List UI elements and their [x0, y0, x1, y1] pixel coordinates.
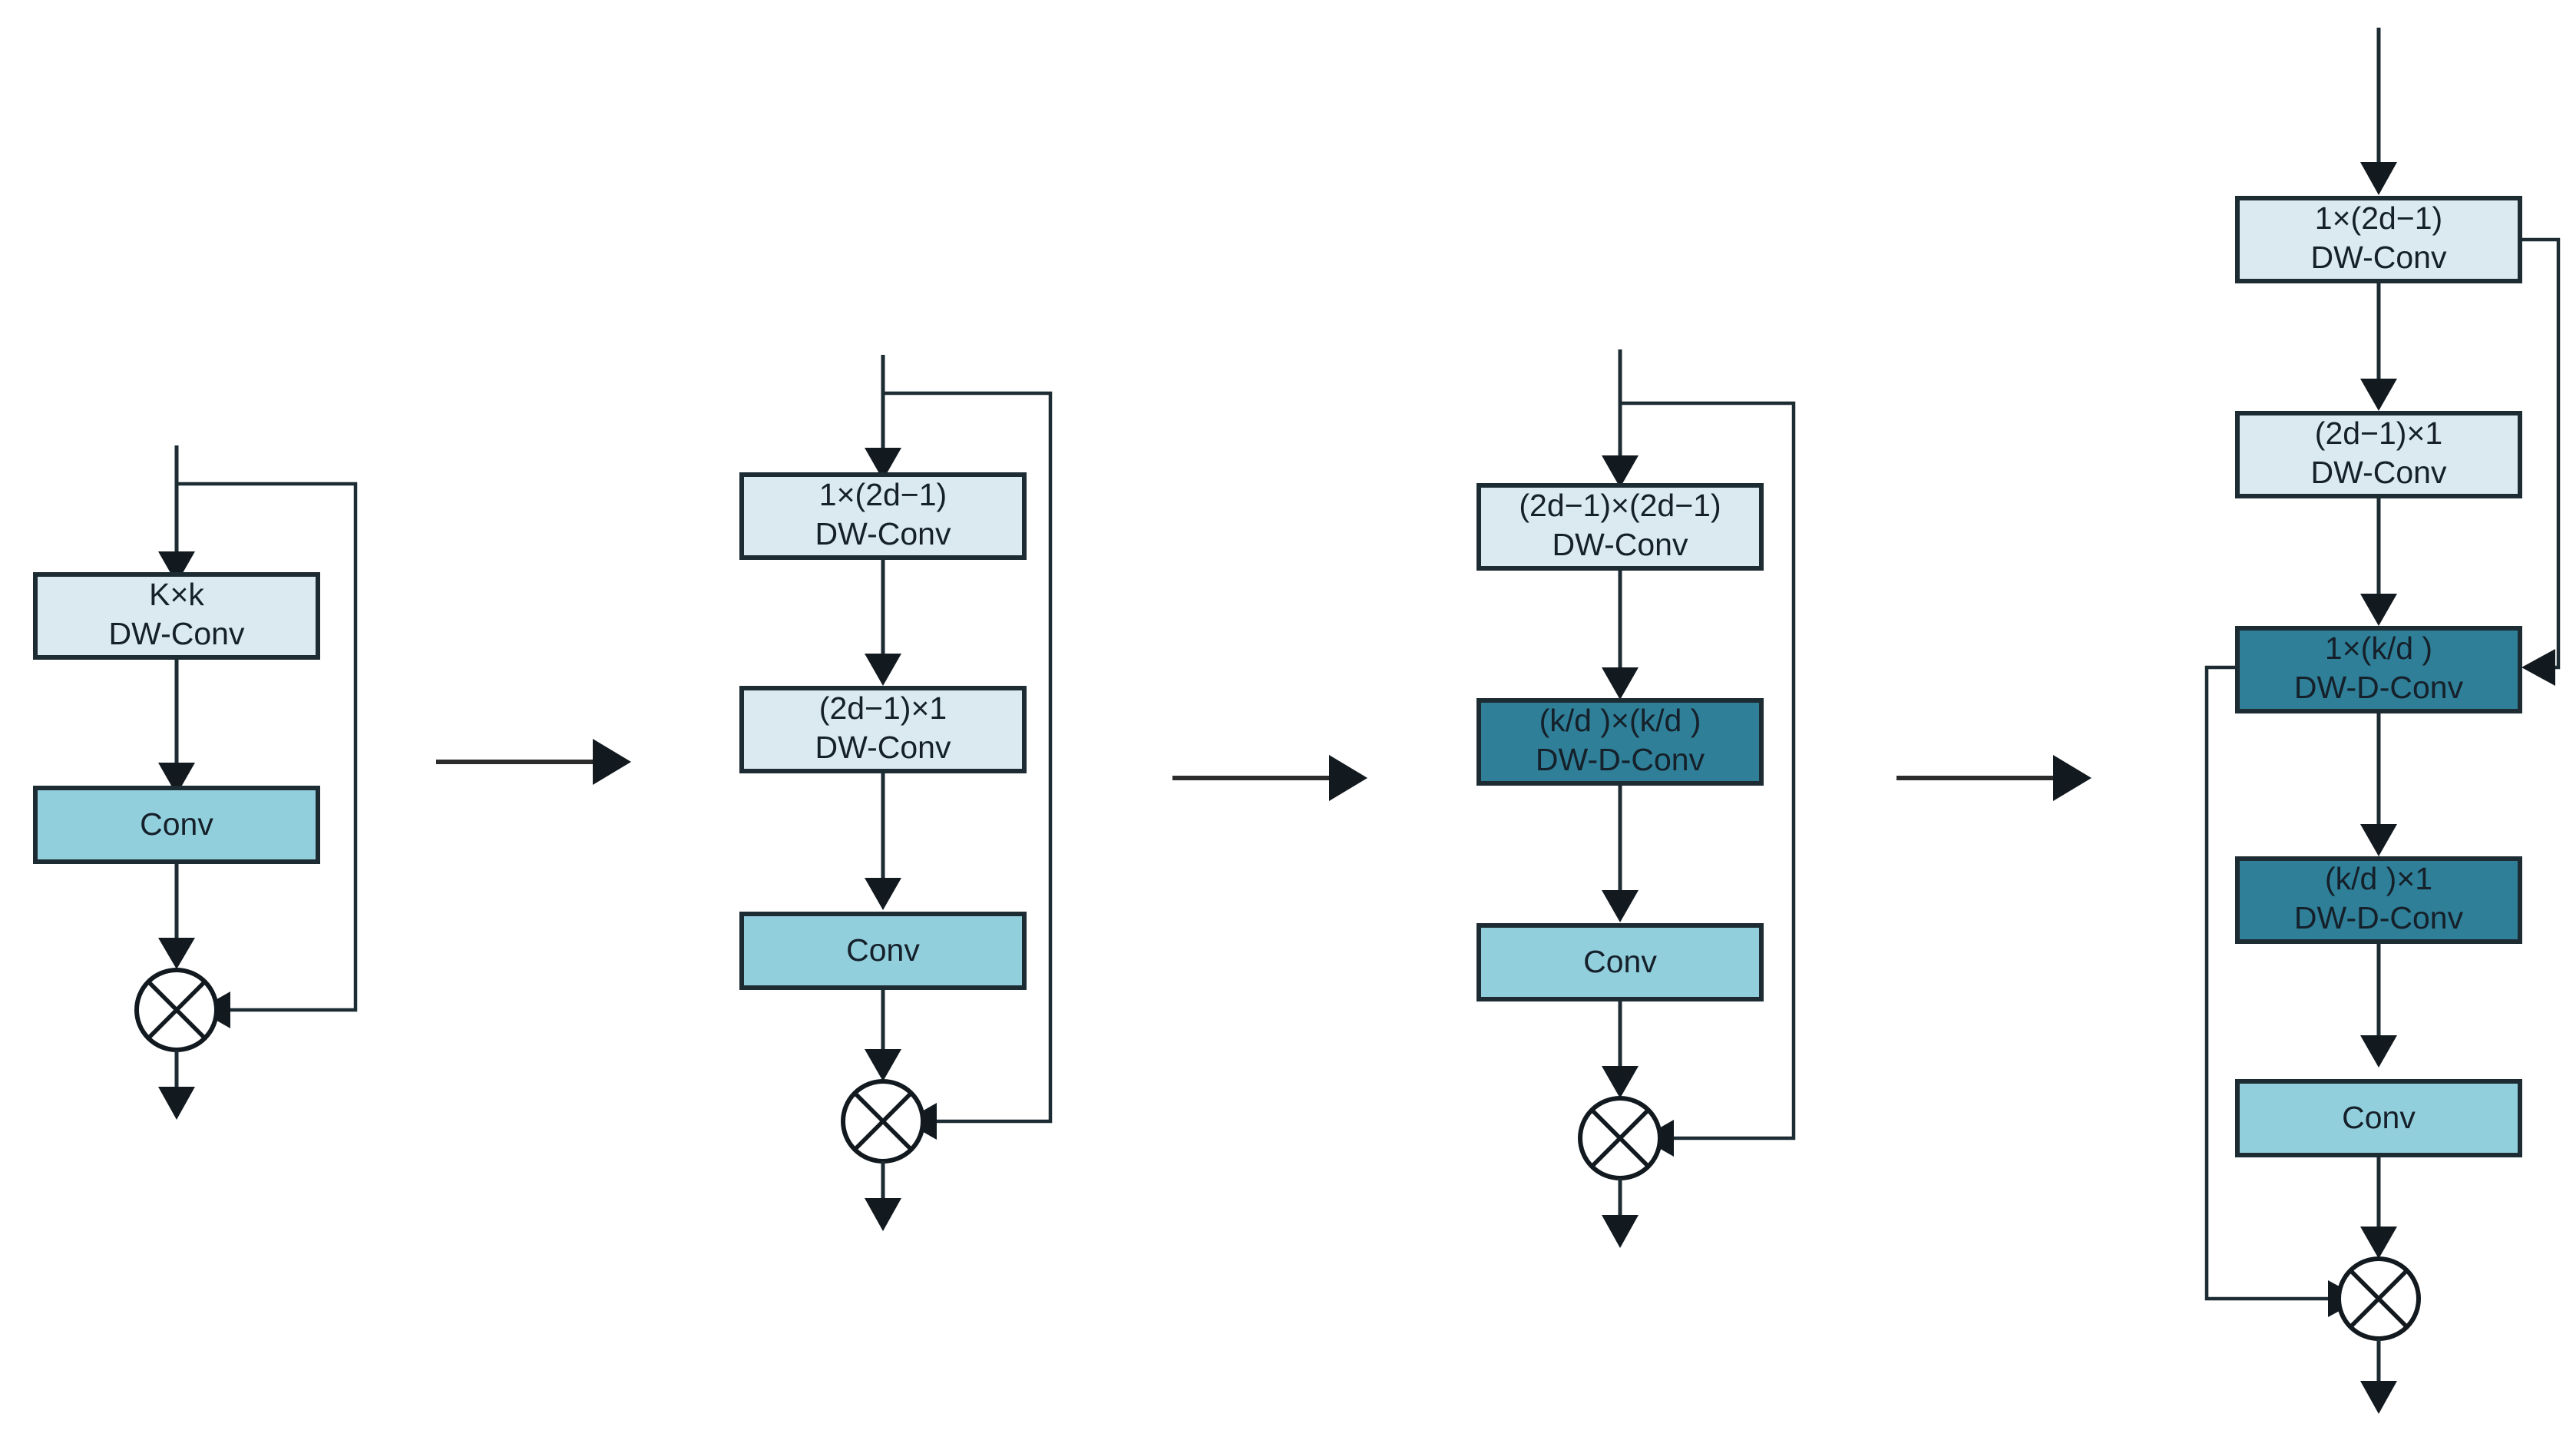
- t1-arrowhead: [593, 739, 631, 785]
- block-s4-b3-line1: 1×(k/d ): [2325, 631, 2432, 666]
- stage-3-output-arrowhead: [1602, 1215, 1639, 1248]
- stage-1-connector-1-arrowhead: [158, 763, 195, 795]
- stage-3-connector-2-arrowhead: [1602, 890, 1639, 922]
- stage-1-input-arrowhead: [158, 551, 195, 584]
- block-s2-b2[interactable]: [739, 686, 1027, 773]
- block-s4-b4-line1: (k/d )×1: [2325, 861, 2432, 896]
- stage-4-skip-right-path: [2520, 237, 2561, 670]
- stage-4-skip-left-path: [2204, 665, 2334, 1301]
- s4-merge-cross-b: [2349, 1270, 2408, 1328]
- stage-3-skip-path: [1620, 401, 1796, 1140]
- stage-4-connector-2-arrowhead: [2360, 594, 2397, 626]
- stage-2-skip-path: [883, 391, 1053, 1124]
- block-s2-b3[interactable]: [739, 912, 1027, 990]
- block-s3-b1[interactable]: [1476, 483, 1764, 571]
- block-s4-b1-line1: 1×(2d−1): [2315, 200, 2442, 236]
- block-s2-b1-line2: DW-Conv: [815, 516, 951, 551]
- stage-4-connector-5-arrowhead: [2360, 1227, 2397, 1259]
- block-s2-b2-line1: (2d−1)×1: [819, 690, 947, 726]
- transition-arrow-t2: [1172, 755, 1367, 801]
- block-s3-b1-line1: (2d−1)×(2d−1): [1519, 488, 1721, 523]
- s3-merge-cross-b: [1591, 1109, 1649, 1167]
- block-s2-b3-line1: Conv: [846, 932, 920, 968]
- block-s3-b2-line2: DW-D-Conv: [1536, 742, 1705, 777]
- stage-1: K×k DW-Conv Conv: [33, 445, 358, 1120]
- merge-node-s3-merge[interactable]: [1578, 1096, 1662, 1180]
- block-s1-b1-line2: DW-Conv: [109, 616, 245, 651]
- block-s2-b1-line1: 1×(2d−1): [819, 477, 947, 512]
- block-s4-b5-line1: Conv: [2342, 1100, 2416, 1135]
- stage-4-connector-1-arrowhead: [2360, 379, 2397, 411]
- block-s4-b2-line1: (2d−1)×1: [2315, 415, 2442, 451]
- block-s4-b4[interactable]: [2235, 856, 2522, 944]
- t2-arrowhead: [1329, 755, 1367, 801]
- stage-4-connector-3-arrowhead: [2360, 824, 2397, 856]
- block-s3-b3-line1: Conv: [1583, 944, 1657, 979]
- stage-3-connector-3-arrowhead: [1602, 1066, 1639, 1098]
- stage-1-output-arrowhead: [158, 1087, 195, 1120]
- merge-node-s2-merge[interactable]: [841, 1079, 925, 1164]
- stage-4-skip-right-arrowhead: [2521, 649, 2555, 686]
- merge-node-s1-merge[interactable]: [134, 968, 219, 1052]
- block-s3-b3[interactable]: [1476, 923, 1764, 1001]
- stage-4: 1×(2d−1) DW-Conv (2d−1)×1 DW-Conv 1×(k/d…: [2204, 28, 2561, 1414]
- s2-merge-cross-b: [854, 1092, 912, 1150]
- stage-3-connector-1-arrowhead: [1602, 667, 1639, 700]
- transition-arrow-t3: [1896, 755, 2092, 801]
- stage-2: 1×(2d−1) DW-Conv (2d−1)×1 DW-Conv Conv: [739, 355, 1053, 1231]
- stage-4-input-arrowhead: [2360, 162, 2397, 195]
- transition-arrow-t1: [436, 739, 631, 785]
- stage-4-output-arrowhead: [2360, 1381, 2397, 1414]
- stage-2-connector-1-arrowhead: [865, 654, 901, 686]
- block-s4-b1-line2: DW-Conv: [2311, 240, 2447, 275]
- block-s4-b1[interactable]: [2235, 196, 2522, 283]
- stage-2-connector-2-arrowhead: [865, 878, 901, 910]
- block-s1-b2-line1: Conv: [140, 806, 213, 842]
- block-s1-b1-line1: K×k: [149, 577, 204, 612]
- block-s1-b1[interactable]: [33, 572, 320, 660]
- block-s4-b3-line2: DW-D-Conv: [2294, 670, 2464, 705]
- block-s4-b3[interactable]: [2235, 626, 2522, 713]
- block-s4-b2[interactable]: [2235, 411, 2522, 498]
- stage-1-connector-2-arrowhead: [158, 938, 195, 969]
- stage-2-connector-3-arrowhead: [865, 1049, 901, 1081]
- t3-arrowhead: [2053, 755, 2092, 801]
- stage-2-input-arrowhead: [865, 448, 901, 480]
- stage-3-input-arrowhead: [1602, 455, 1639, 488]
- block-s4-b4-line2: DW-D-Conv: [2294, 900, 2464, 935]
- block-s2-b1[interactable]: [739, 472, 1027, 560]
- stage-1-skip-path: [177, 482, 358, 1012]
- stage-2-output-arrowhead: [865, 1198, 901, 1231]
- s1-merge-cross-b: [147, 981, 206, 1039]
- block-s3-b2-line1: (k/d )×(k/d ): [1539, 703, 1701, 738]
- merge-node-s4-merge[interactable]: [2336, 1256, 2421, 1341]
- block-s2-b2-line2: DW-Conv: [815, 730, 951, 765]
- stage-3: (2d−1)×(2d−1) DW-Conv (k/d )×(k/d ) DW-D…: [1476, 349, 1796, 1248]
- block-s4-b2-line2: DW-Conv: [2311, 455, 2447, 490]
- stage-4-connector-4-arrowhead: [2360, 1035, 2397, 1068]
- block-s3-b1-line2: DW-Conv: [1553, 527, 1688, 562]
